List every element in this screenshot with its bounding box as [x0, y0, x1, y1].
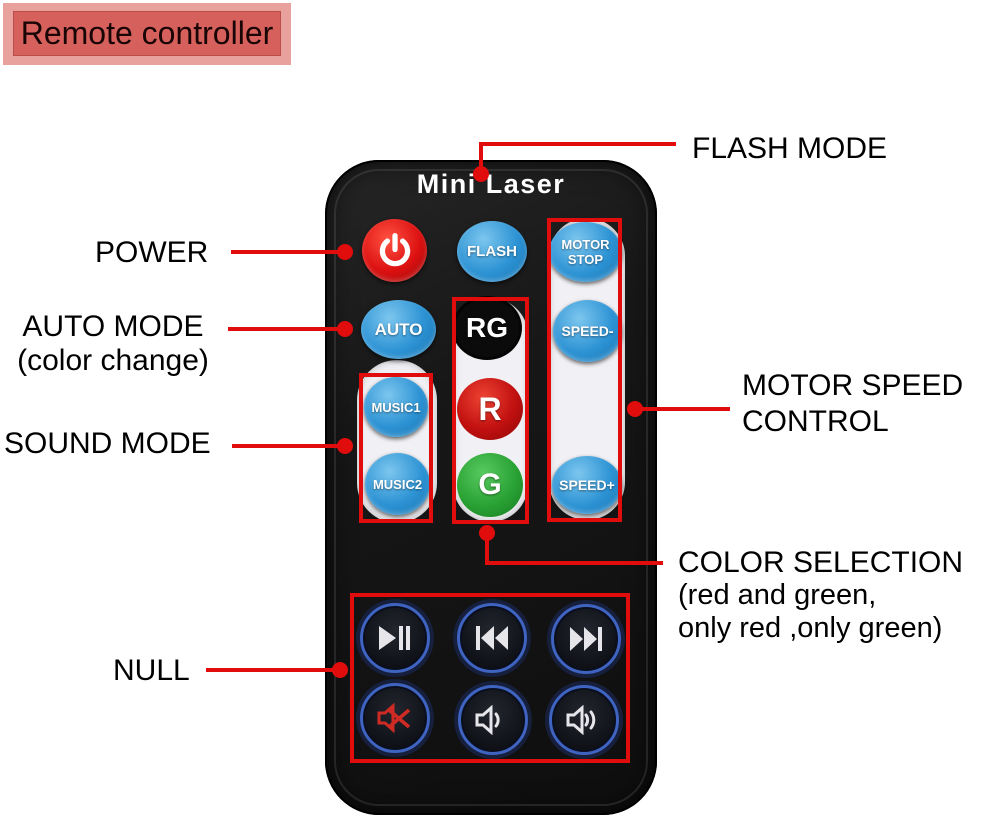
previous-track-button[interactable] — [457, 603, 527, 673]
auto-mode-callout-dot — [337, 321, 353, 337]
power-label: POWER — [95, 236, 209, 269]
null-label: NULL — [113, 654, 190, 687]
remote-body: Mini Laser FLASH MOTOR STOP AUTO RG SPEE… — [325, 160, 657, 815]
green-color-button[interactable]: G — [457, 453, 523, 517]
music1-label: MUSIC1 — [371, 399, 421, 415]
title-tag: Remote controller — [3, 3, 291, 65]
g-button-label: G — [478, 468, 502, 501]
volume-down-icon — [475, 705, 500, 735]
title-tag-label: Remote controller — [20, 15, 274, 51]
flash-mode-callout-dot — [473, 166, 489, 182]
color-selection-line1: COLOR SELECTION — [678, 546, 964, 579]
red-color-button[interactable]: R — [457, 378, 523, 440]
music2-label: MUSIC2 — [372, 476, 423, 492]
previous-track-icon — [476, 626, 508, 650]
power-button[interactable] — [362, 219, 427, 282]
auto-mode-callout-line — [228, 327, 340, 331]
speed-plus-label: SPEED+ — [559, 477, 615, 493]
color-selection-callout-line-vertical — [485, 533, 489, 565]
brand-label: Mini Laser — [416, 169, 566, 199]
motor-speed-line1: MOTOR SPEED — [742, 369, 964, 402]
rg-button-label: RG — [466, 312, 508, 343]
power-callout-dot — [337, 244, 353, 260]
speed-minus-button[interactable]: SPEED- — [553, 300, 622, 362]
motor-stop-label-1: MOTOR — [561, 237, 610, 252]
flash-button[interactable]: FLASH — [457, 221, 527, 282]
flash-mode-callout-line-horizontal — [479, 142, 676, 146]
sound-mode-outline — [359, 373, 433, 523]
motor-speed-callout-line — [635, 407, 730, 411]
power-icon — [379, 232, 410, 266]
auto-mode-label: AUTO MODE (color change) — [0, 310, 226, 378]
next-track-button[interactable] — [551, 604, 621, 674]
null-callout-line — [206, 668, 334, 672]
speed-minus-label: SPEED- — [561, 323, 614, 339]
music2-button[interactable]: MUSIC2 — [365, 453, 430, 515]
title-tag-inner: Remote controller — [13, 11, 281, 56]
motor-speed-label: MOTOR SPEED CONTROL — [742, 368, 963, 440]
flash-button-label: FLASH — [467, 243, 517, 260]
play-pause-button[interactable] — [360, 603, 430, 673]
auto-mode-subtitle: (color change) — [17, 344, 209, 377]
color-selection-label: COLOR SELECTION (red and green, only red… — [678, 546, 963, 645]
play-pause-icon — [379, 626, 410, 650]
motor-speed-callout-dot — [627, 401, 643, 417]
null-callout-dot — [332, 662, 348, 678]
flash-mode-callout-line-vertical — [479, 142, 483, 174]
null-buttons-outline — [350, 593, 630, 763]
speed-plus-button[interactable]: SPEED+ — [552, 456, 622, 514]
mute-icon — [377, 703, 411, 733]
volume-down-button[interactable] — [458, 685, 528, 755]
sound-mode-callout-dot — [337, 438, 353, 454]
motor-speed-outline — [547, 218, 622, 522]
rg-color-button[interactable]: RG — [455, 299, 519, 357]
r-button-label: R — [478, 390, 502, 427]
next-track-icon — [570, 627, 602, 651]
volume-up-button[interactable] — [549, 685, 619, 755]
color-selection-callout-line-horizontal — [485, 561, 663, 565]
volume-up-icon — [566, 705, 596, 735]
sound-mode-callout-line — [232, 444, 340, 448]
motor-stop-label-2: STOP — [567, 252, 604, 267]
sound-mode-label: SOUND MODE — [4, 427, 211, 460]
auto-button[interactable]: AUTO — [361, 300, 436, 359]
color-selection-callout-dot — [479, 525, 495, 541]
power-callout-line — [231, 250, 341, 254]
color-selection-outline — [452, 297, 529, 524]
flash-mode-label: FLASH MODE — [692, 132, 888, 165]
motor-stop-button[interactable]: MOTOR STOP — [549, 222, 622, 282]
auto-mode-title: AUTO MODE — [22, 310, 204, 343]
mute-button[interactable] — [360, 683, 430, 753]
motor-speed-line2: CONTROL — [742, 405, 889, 438]
color-selection-line2: (red and green, — [678, 579, 877, 611]
color-selection-line3: only red ,only green) — [678, 612, 943, 644]
auto-button-label: AUTO — [374, 319, 423, 339]
music1-button[interactable]: MUSIC1 — [364, 377, 428, 437]
